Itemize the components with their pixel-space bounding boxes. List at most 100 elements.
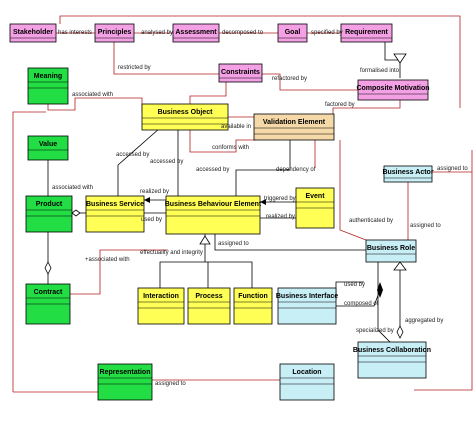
- edge-principles-constraints: [113, 42, 219, 75]
- edge-service-businessobject: [117, 127, 161, 196]
- connectors: [12, 15, 473, 393]
- label-dependency-of: dependency of: [276, 167, 316, 173]
- class-process: Process: [187, 287, 231, 325]
- label-decomposed-to: decomposed to: [222, 30, 264, 36]
- class-box-constraints: [218, 63, 263, 83]
- class-title-assessment: Assessment: [175, 29, 217, 36]
- edge-validation-role: [339, 140, 367, 241]
- class-box-meaning: [27, 67, 69, 105]
- class-title-business-actor: Business Actor: [382, 169, 433, 176]
- class-boxes: Stakeholder Principles Assessment Goal Requi…: [9, 23, 434, 401]
- label-specialized-by: specialized by: [356, 328, 394, 334]
- class-title-interaction: Interaction: [143, 293, 179, 300]
- edge-contract-behaviour: [70, 249, 168, 295]
- label-conforms-with: conforms with: [212, 145, 249, 151]
- class-box-business-object: [141, 103, 229, 131]
- class-title-business-service: Business Service: [86, 201, 144, 208]
- class-title-business-role: Business Role: [367, 245, 415, 252]
- class-constraints: Constraints: [218, 63, 263, 83]
- class-box-product: [25, 195, 73, 233]
- generalization-arrowhead-2: [199, 235, 211, 245]
- aggregation-diamond-3: [44, 261, 52, 275]
- class-title-composite-motivation: Composite Motivation: [356, 85, 429, 92]
- generalization-arrowhead: [393, 53, 407, 64]
- edge-behaviour-validation: [235, 140, 291, 196]
- realized-arrowhead: [144, 197, 150, 203]
- class-box-requirement: [340, 23, 393, 43]
- class-title-event: Event: [305, 193, 325, 200]
- class-box-business-behaviour-element: [165, 195, 261, 235]
- edge-behaviour-role: [214, 234, 370, 251]
- label-assigned-to-2: assigned to: [410, 223, 441, 229]
- class-principles: Principles: [94, 23, 135, 43]
- class-assessment: Assessment: [172, 23, 220, 43]
- class-box-validation-element: [253, 113, 335, 141]
- class-business-collaboration: Business Collaboration: [353, 341, 431, 379]
- composition-diamond: [377, 282, 383, 298]
- class-title-business-collaboration: Business Collaboration: [353, 347, 431, 354]
- class-contract: Contract: [25, 283, 71, 325]
- label-accessed-by-3: accessed by: [196, 167, 229, 173]
- label-specified-by: specified by: [311, 30, 343, 36]
- label-analysed-by: analysed by: [141, 30, 173, 36]
- class-event: Event: [295, 187, 335, 229]
- edge-left-border: [12, 111, 46, 392]
- triggered-arrowhead: [260, 199, 266, 205]
- label-restricted-by: restricted by: [118, 65, 151, 71]
- class-title-location: Location: [292, 369, 321, 376]
- label-has-interests: has interests: [58, 30, 92, 36]
- label-associated-with-value: associated with: [52, 185, 93, 191]
- label-used-by-1: used by: [141, 217, 162, 223]
- class-title-product: Product: [36, 201, 63, 208]
- class-title-meaning: Meaning: [34, 73, 62, 80]
- class-requirement: Requirement: [340, 23, 393, 43]
- class-product: Product: [25, 195, 73, 233]
- class-validation-element: Validation Element: [253, 113, 335, 141]
- class-title-function: Function: [238, 293, 268, 300]
- class-title-goal: Goal: [285, 29, 301, 36]
- class-business-service: Business Service: [85, 195, 145, 233]
- class-business-interface: Business Interface: [276, 287, 338, 325]
- class-goal: Goal: [277, 23, 308, 43]
- class-business-object: Business Object: [141, 103, 229, 131]
- edge-meaning-businessobject: [47, 97, 143, 113]
- class-title-validation-element: Validation Element: [263, 119, 326, 126]
- label-refactored-by: refactored by: [272, 76, 307, 82]
- class-box-principles: [94, 23, 135, 43]
- label-accessed-by-2: accessed by: [150, 159, 183, 165]
- class-stakeholder: Stakeholder: [9, 23, 57, 43]
- class-box-goal: [277, 23, 308, 43]
- class-business-role: Business Role: [365, 239, 417, 263]
- label-composed-of: composed of: [344, 301, 379, 307]
- label-assigned-to-1: assigned to: [218, 241, 249, 247]
- edge-composite-validation: [332, 100, 401, 114]
- class-title-business-behaviour-element: Business Behaviour Element: [165, 201, 262, 208]
- label-realized-by-1: realized by: [140, 189, 169, 195]
- label-triggered-by: triggered by: [264, 196, 296, 202]
- label-assigned-to-3: assigned to: [155, 381, 186, 387]
- class-box-location: [279, 363, 335, 401]
- label-formalised-into: formalised into: [360, 68, 400, 74]
- class-box-business-service: [85, 195, 145, 233]
- class-box-business-collaboration: [357, 341, 427, 379]
- class-business-actor: Business Actor: [382, 165, 434, 183]
- label-assigned-to-4: assigned to: [437, 166, 468, 172]
- class-box-representation: [97, 363, 153, 401]
- class-box-value: [27, 135, 69, 161]
- class-title-principles: Principles: [98, 29, 132, 36]
- edge-constraints-businessobject: [189, 82, 227, 104]
- class-title-value: Value: [39, 141, 57, 148]
- aggregation-diamond: [396, 325, 404, 339]
- class-representation: Representation: [97, 363, 153, 401]
- class-box-business-role: [365, 239, 417, 263]
- label-authenticated-by: authenticated by: [349, 218, 393, 224]
- class-box-assessment: [172, 23, 220, 43]
- label-effectuality: effectuality and integrity: [140, 250, 203, 256]
- relation-labels: has interests analysed by decomposed to …: [52, 30, 468, 387]
- class-function: Function: [233, 287, 273, 325]
- edge-right-border: [414, 150, 473, 391]
- edge-role-collaboration-specialized: [377, 262, 391, 343]
- class-location: Location: [279, 363, 335, 401]
